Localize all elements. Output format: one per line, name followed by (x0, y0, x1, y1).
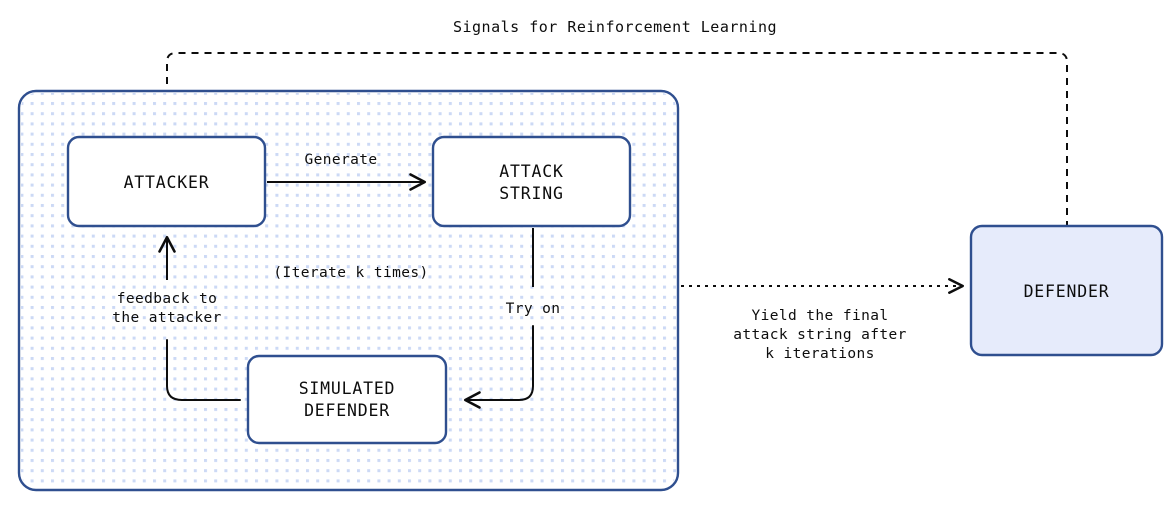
try-on-arrow-lower-segment (463, 325, 534, 409)
node-attacker[interactable] (66, 135, 267, 228)
yield-final-edge-label-line1: Yield the final (752, 308, 889, 324)
node-simulated-defender-label-line1: SIMULATED (299, 379, 396, 398)
iterate-k-times-note: (Iterate k times) (273, 265, 428, 281)
node-defender[interactable] (969, 224, 1164, 357)
node-attack-string-label-line2: STRING (499, 184, 563, 203)
rl-signals-arrow (158, 52, 1068, 228)
node-simulated-defender[interactable] (246, 354, 448, 445)
feedback-arrow-lower-segment (166, 339, 241, 401)
feedback-edge-label-line1: feedback to (117, 291, 217, 307)
node-attack-string[interactable] (431, 135, 632, 228)
node-attacker-label: ATTACKER (124, 173, 210, 192)
yield-final-edge-label-line3: k iterations (765, 346, 875, 362)
node-simulated-defender-label-line2: DEFENDER (304, 401, 390, 420)
rl-signals-edge-label: Signals for Reinforcement Learning (453, 18, 777, 36)
node-defender-label: DEFENDER (1024, 282, 1110, 301)
node-attack-string-label-line1: ATTACK (499, 162, 563, 181)
try-on-edge-label: Try on (506, 301, 561, 317)
feedback-edge-label-line2: the attacker (112, 310, 222, 326)
yield-final-edge-label-line2: attack string after (733, 327, 906, 343)
generate-edge-label: Generate (304, 152, 377, 168)
